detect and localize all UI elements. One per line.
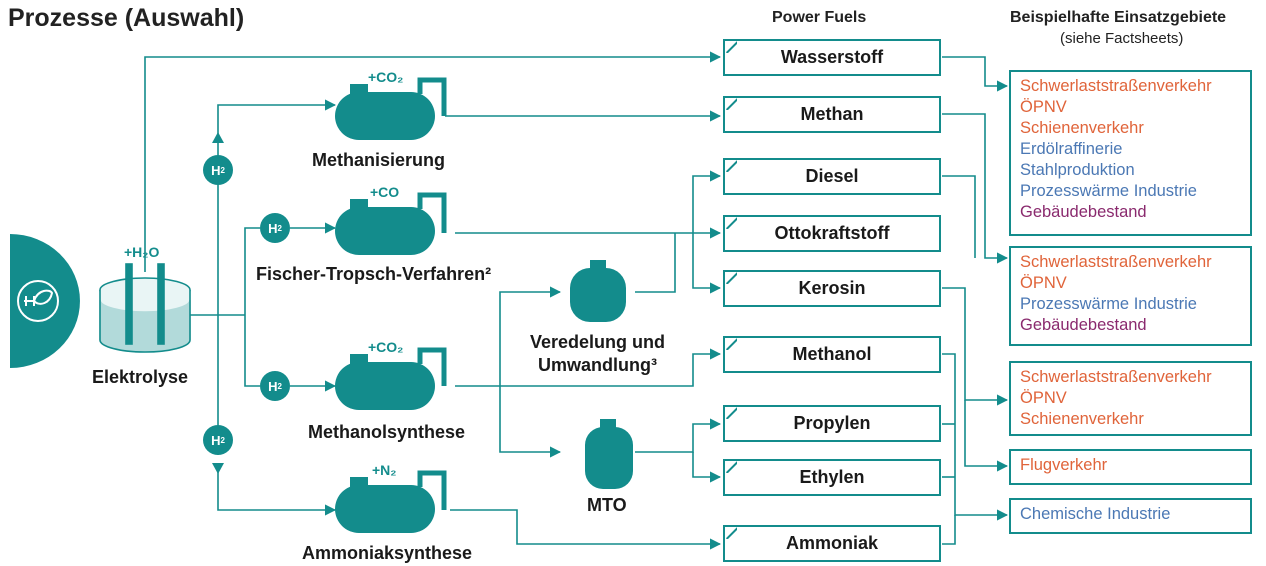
- header-uses: Beispielhafte Einsatzgebiete: [1010, 9, 1227, 26]
- process-fischer-tropsch: Fischer-Tropsch-Verfahren²: [256, 264, 492, 284]
- process-mto: MTO: [587, 495, 627, 515]
- input-co2-methanol: +CO₂: [368, 339, 404, 355]
- reactor-shapes: [335, 77, 633, 533]
- use-item: Schwerlaststraßenverkehr: [1020, 253, 1212, 271]
- line-trunk-ft: [244, 227, 260, 315]
- line-electrolysis-wasserstoff: [144, 51, 722, 272]
- process-veredelung-line2: Umwandlung³: [538, 355, 657, 375]
- use-item: Prozesswärme Industrie: [1020, 182, 1197, 200]
- use-item: Gebäudebestand: [1020, 316, 1147, 334]
- process-methanisierung: Methanisierung: [312, 150, 446, 170]
- input-co: +CO: [370, 184, 400, 200]
- fuel-ottokraftstoff: Ottokraftstoff: [723, 215, 941, 252]
- use-item: Gebäudebestand: [1020, 203, 1147, 221]
- use-item: Erdölraffinerie: [1020, 140, 1123, 158]
- line-methanol-branch: [499, 286, 562, 386]
- use-item: ÖPNV: [1020, 389, 1067, 407]
- input-h2o: +H₂O: [124, 244, 160, 260]
- use-group-3: Schwerlaststraßenverkehr ÖPNV Schienenve…: [1009, 361, 1252, 436]
- fuel-diesel: Diesel: [723, 158, 941, 195]
- process-elektrolyse: Elektrolyse: [92, 367, 189, 387]
- use-item: Flugverkehr: [1020, 456, 1108, 474]
- header-power-fuels: Power Fuels: [772, 9, 867, 26]
- use-item: Schwerlaststraßenverkehr: [1020, 77, 1212, 95]
- use-group-2: Schwerlaststraßenverkehr ÖPNV Prozesswär…: [1009, 246, 1252, 346]
- use-item: Schwerlaststraßenverkehr: [1020, 368, 1212, 386]
- process-veredelung-line1: Veredelung und: [530, 332, 666, 352]
- line-ammoniak-out: [450, 509, 722, 550]
- process-ammoniaksynthese: Ammoniaksynthese: [302, 543, 473, 563]
- use-item: Schienenverkehr: [1020, 119, 1144, 137]
- input-n2: +N₂: [372, 462, 397, 478]
- electrolysis-tank: [99, 263, 191, 353]
- use-group-4: Flugverkehr: [1009, 449, 1252, 485]
- fuel-ethylen: Ethylen: [723, 459, 941, 496]
- use-item: Schienenverkehr: [1020, 410, 1144, 428]
- use-item: Chemische Industrie: [1020, 505, 1171, 523]
- input-co2-methanisierung: +CO₂: [368, 69, 404, 85]
- use-item: Prozesswärme Industrie: [1020, 295, 1197, 313]
- plug-leaf-icon: [17, 280, 59, 322]
- renewable-energy-source: [10, 234, 80, 368]
- header-uses-sub: (siehe Factsheets): [1060, 30, 1184, 47]
- diagram-title: Prozesse (Auswahl): [8, 4, 245, 32]
- fuel-methan: Methan: [723, 96, 941, 133]
- use-item: ÖPNV: [1020, 98, 1067, 116]
- use-item: Stahlproduktion: [1020, 161, 1135, 179]
- line-trunk-mth: [244, 315, 260, 387]
- fuel-propylen: Propylen: [723, 405, 941, 442]
- line-veredelung-out: [635, 233, 676, 293]
- process-methanolsynthese: Methanolsynthese: [308, 422, 466, 442]
- line-wasserstoff-uses: [942, 56, 1009, 92]
- use-group-5: Chemische Industrie: [1009, 498, 1252, 534]
- fuel-methanol: Methanol: [723, 336, 941, 373]
- use-item: ÖPNV: [1020, 274, 1067, 292]
- line-h2-methanisierung: [217, 99, 337, 145]
- line-h2-ammoniak: [217, 470, 337, 516]
- use-group-1: Schwerlaststraßenverkehr ÖPNV Schienenve…: [1009, 70, 1252, 236]
- line-methanol-out: [455, 348, 722, 387]
- fuel-ammoniak: Ammoniak: [723, 525, 941, 562]
- fuel-wasserstoff: Wasserstoff: [723, 39, 941, 76]
- fuel-kerosin: Kerosin: [723, 270, 941, 307]
- line-mto-out: [635, 418, 722, 453]
